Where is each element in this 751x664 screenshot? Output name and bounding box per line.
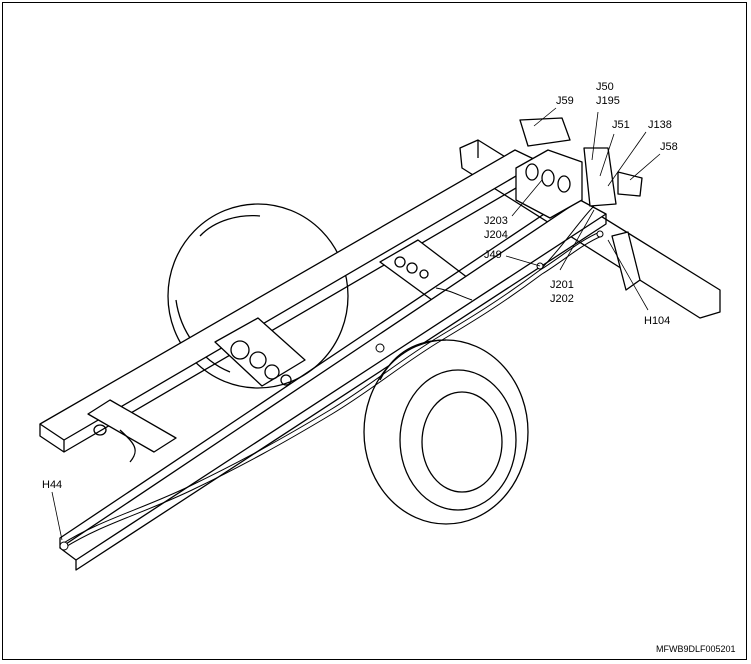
label-j201: J201 — [550, 279, 574, 291]
figure-code: MFWB9DLF005201 — [656, 644, 736, 654]
right-rear-tire — [363, 339, 529, 525]
leader-lines — [51, 107, 661, 541]
label-j59: J59 — [556, 95, 574, 107]
label-j50: J50 — [596, 81, 614, 93]
cross-member-front — [87, 399, 177, 463]
h104-bracket — [611, 231, 641, 291]
right-frame-rail — [59, 193, 607, 571]
label-j58: J58 — [660, 141, 678, 153]
label-j49: J49 — [484, 249, 502, 261]
rear-lamp-cluster — [515, 117, 643, 219]
label-h44: H44 — [42, 479, 62, 491]
label-j202: J202 — [550, 293, 574, 305]
label-j51: J51 — [612, 119, 630, 131]
label-j138: J138 — [648, 119, 672, 131]
wiring-harness — [59, 205, 604, 551]
cross-member-middle — [214, 317, 306, 387]
label-h104: H104 — [644, 315, 670, 327]
label-j195: J195 — [596, 95, 620, 107]
label-j204: J204 — [484, 229, 508, 241]
label-j203: J203 — [484, 215, 508, 227]
